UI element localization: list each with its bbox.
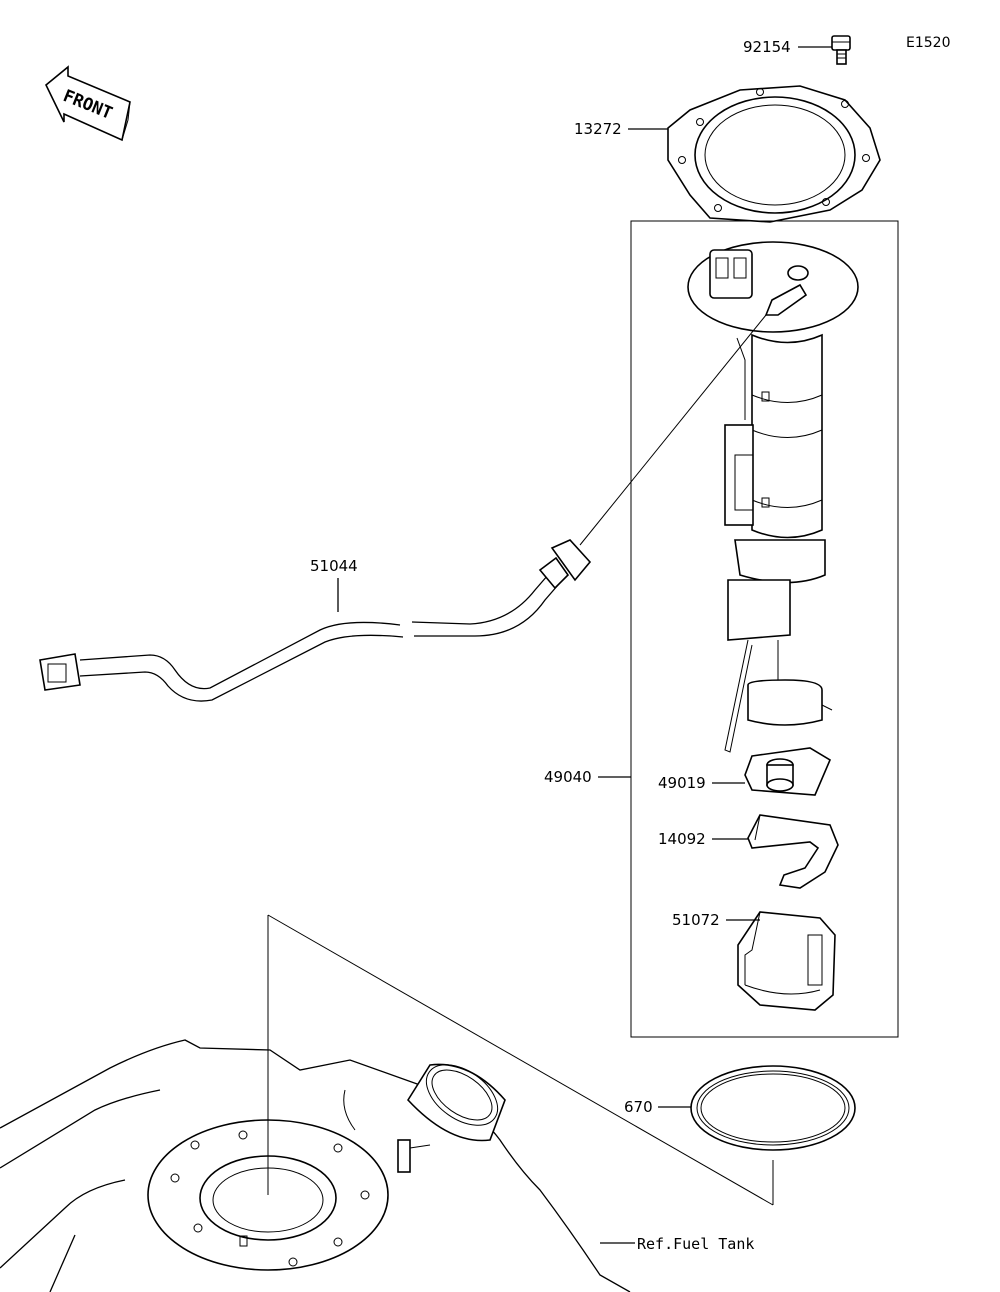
fuel-hose-51044 bbox=[39, 539, 592, 702]
filter-49019 bbox=[744, 747, 832, 796]
gasket-plate-13272 bbox=[667, 85, 881, 223]
part-label-92154: 92154 bbox=[743, 38, 791, 56]
front-arrow-icon: FRONT bbox=[45, 65, 131, 142]
part-label-51044: 51044 bbox=[310, 557, 358, 575]
bolt-92154 bbox=[831, 35, 851, 65]
part-label-13272: 13272 bbox=[574, 120, 622, 138]
o-ring-670 bbox=[690, 1065, 856, 1151]
ref-fuel-tank-label: Ref.Fuel Tank bbox=[637, 1235, 754, 1253]
fuel-pump-assembly-49040 bbox=[687, 241, 859, 753]
assembly-box-49040 bbox=[630, 220, 899, 1038]
part-label-670: 670 bbox=[624, 1098, 653, 1116]
part-label-51072: 51072 bbox=[672, 911, 720, 929]
holder-51072 bbox=[737, 911, 836, 1011]
diagram-code: E1520 bbox=[906, 35, 950, 51]
clip-14092 bbox=[747, 814, 839, 889]
part-label-49019: 49019 bbox=[658, 774, 706, 792]
fuel-tank bbox=[0, 1039, 631, 1292]
part-label-49040: 49040 bbox=[544, 768, 592, 786]
part-label-14092: 14092 bbox=[658, 830, 706, 848]
